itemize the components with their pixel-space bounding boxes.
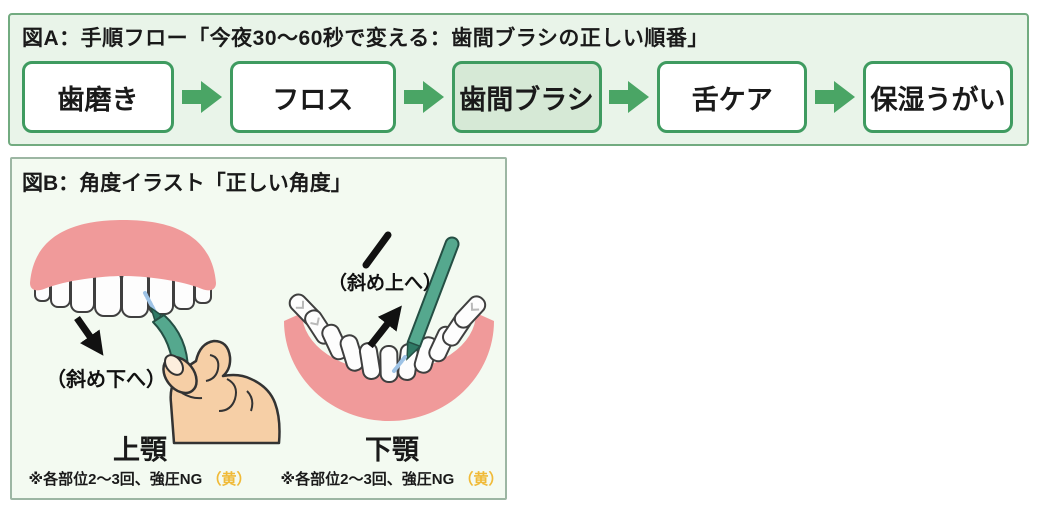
figure-a-title: 図A：手順フロー「今夜30〜60秒で変える：歯間ブラシの正しい順番」 bbox=[22, 27, 709, 50]
lower-gum bbox=[284, 313, 494, 421]
lower-jaw-note: ※各部位2〜3回、強圧NG （黄） bbox=[276, 468, 508, 489]
lower-jaw-illustration: （斜め上へ） bbox=[284, 231, 494, 421]
upper-jaw-note: ※各部位2〜3回、強圧NG （黄） bbox=[16, 468, 264, 489]
flow-step-moisturizing-rinse: 保湿うがい bbox=[863, 61, 1013, 133]
upper-jaw-illustration: （斜め下へ） bbox=[30, 220, 281, 445]
upward-direction-label: （斜め上へ） bbox=[328, 271, 442, 294]
flow-arrow-icon bbox=[181, 81, 222, 113]
diagonal-stroke bbox=[362, 231, 392, 269]
downward-arrow-icon bbox=[74, 315, 104, 356]
upper-gum bbox=[30, 220, 216, 291]
flow-step-floss: フロス bbox=[229, 61, 396, 133]
upward-arrow-icon bbox=[367, 305, 402, 349]
brush-bristle bbox=[392, 355, 407, 373]
flow-step-label: 歯間ブラシ bbox=[459, 84, 594, 115]
flow-arrow-icon bbox=[403, 81, 444, 113]
note-highlight: （黄） bbox=[206, 471, 252, 488]
upper-jaw-caption-block: 上顎 ※各部位2〜3回、強圧NG （黄） bbox=[16, 435, 264, 489]
lower-jaw-label: 下顎 bbox=[365, 435, 419, 465]
upper-teeth bbox=[34, 269, 212, 318]
flow-arrow-icon bbox=[815, 81, 856, 113]
hand bbox=[162, 339, 281, 445]
flow-step-label: 舌ケア bbox=[691, 84, 773, 115]
flow-step-tongue-care: 舌ケア bbox=[657, 61, 808, 133]
note-text: ※各部位2〜3回、強圧NG bbox=[28, 471, 203, 488]
downward-direction-label: （斜め下へ） bbox=[46, 367, 166, 391]
flow-step-label: フロス bbox=[272, 84, 354, 115]
brush-tip bbox=[406, 340, 422, 361]
lower-teeth bbox=[288, 293, 487, 384]
flow-step-label: 歯磨き bbox=[57, 84, 139, 115]
figure-b-panel: 図B：角度イラスト「正しい角度」 bbox=[10, 157, 507, 500]
upper-jaw-label: 上顎 bbox=[113, 435, 167, 465]
flow-step-label: 保湿うがい bbox=[870, 84, 1006, 115]
flow-step-interdental-brush: 歯間ブラシ bbox=[451, 61, 602, 133]
note-highlight: （黄） bbox=[458, 471, 504, 488]
figure-a-panel: 図A：手順フロー「今夜30〜60秒で変える：歯間ブラシの正しい順番」 歯磨き フ… bbox=[8, 13, 1029, 146]
lower-jaw-caption-block: 下顎 ※各部位2〜3回、強圧NG （黄） bbox=[276, 435, 508, 489]
flow-step-toothbrushing: 歯磨き bbox=[22, 61, 174, 133]
thumb-nail bbox=[164, 354, 184, 376]
flow-arrow-icon bbox=[609, 81, 650, 113]
figure-b-title: 図B：角度イラスト「正しい角度」 bbox=[22, 172, 352, 195]
flow-row: 歯磨き フロス 歯間ブラシ 舌ケア 保湿うがい bbox=[22, 61, 1013, 133]
note-text: ※各部位2〜3回、強圧NG bbox=[280, 471, 455, 488]
